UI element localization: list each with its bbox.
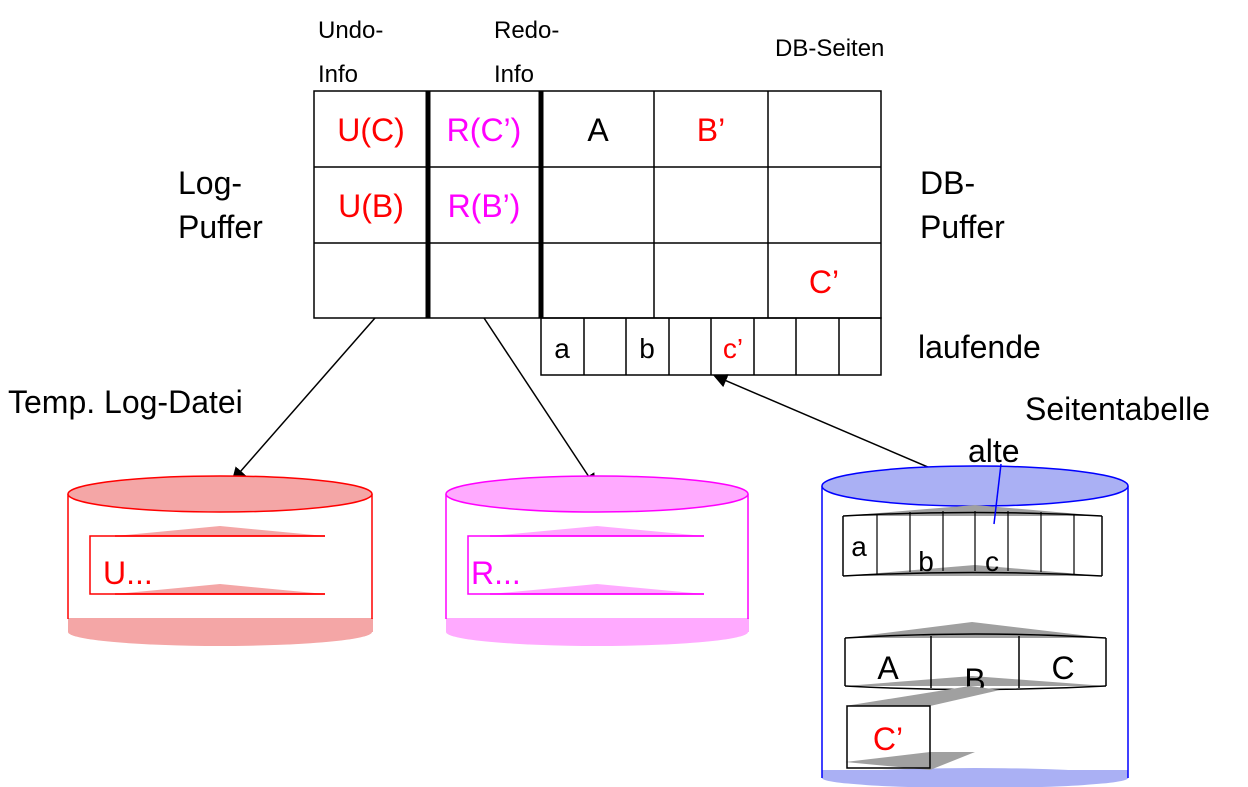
old-page-table (842, 505, 1103, 577)
undo-info-label-2: Info (318, 61, 358, 88)
redo-info-label-2: Info (494, 61, 534, 88)
redo-entry-c: R(C’) (447, 112, 522, 148)
disk-page-c: C (1051, 650, 1074, 686)
running-entry-c-prime: c’ (723, 333, 743, 364)
laufende-label: laufende (918, 329, 1041, 365)
arrow-to-undo-log (231, 317, 376, 482)
db-page-a: A (587, 112, 609, 148)
db-puffer-label-2: Puffer (920, 209, 1005, 245)
redo-info-label-1: Redo- (494, 17, 559, 44)
disk-page-a: A (877, 650, 899, 686)
undo-log-disk (67, 475, 373, 646)
seitentabelle-label: Seitentabelle (1025, 391, 1210, 427)
db-page-b-prime: B’ (697, 112, 725, 148)
db-disk (821, 465, 1129, 787)
undo-entry-c: U(C) (337, 112, 405, 148)
db-puffer-label-1: DB- (920, 165, 975, 201)
page-track (844, 622, 1107, 691)
old-entry-b: b (918, 546, 934, 577)
undo-log-content: U... (103, 555, 153, 591)
old-entry-c: c (985, 546, 999, 577)
running-page-table (540, 317, 882, 376)
old-entry-a: a (851, 531, 867, 562)
db-page-c-prime: C’ (809, 264, 839, 300)
redo-log-disk (445, 475, 749, 646)
db-seiten-label: DB-Seiten (775, 35, 884, 62)
log-puffer-label-1: Log- (178, 165, 242, 201)
undo-entry-b: U(B) (338, 188, 404, 224)
temp-log-datei-label: Temp. Log-Datei (8, 384, 243, 420)
shadow-page-c-prime: C’ (873, 721, 903, 757)
undo-info-label-1: Undo- (318, 17, 383, 44)
log-puffer-label-2: Puffer (178, 209, 263, 245)
redo-entry-b: R(B’) (448, 188, 521, 224)
redo-log-content: R... (471, 555, 521, 591)
arrow-to-redo-log (483, 317, 597, 488)
running-entry-b: b (639, 333, 655, 364)
shadow-page (845, 686, 1000, 770)
alte-label: alte (968, 433, 1020, 469)
alte-pointer-line (993, 463, 1002, 525)
running-entry-a: a (554, 333, 570, 364)
